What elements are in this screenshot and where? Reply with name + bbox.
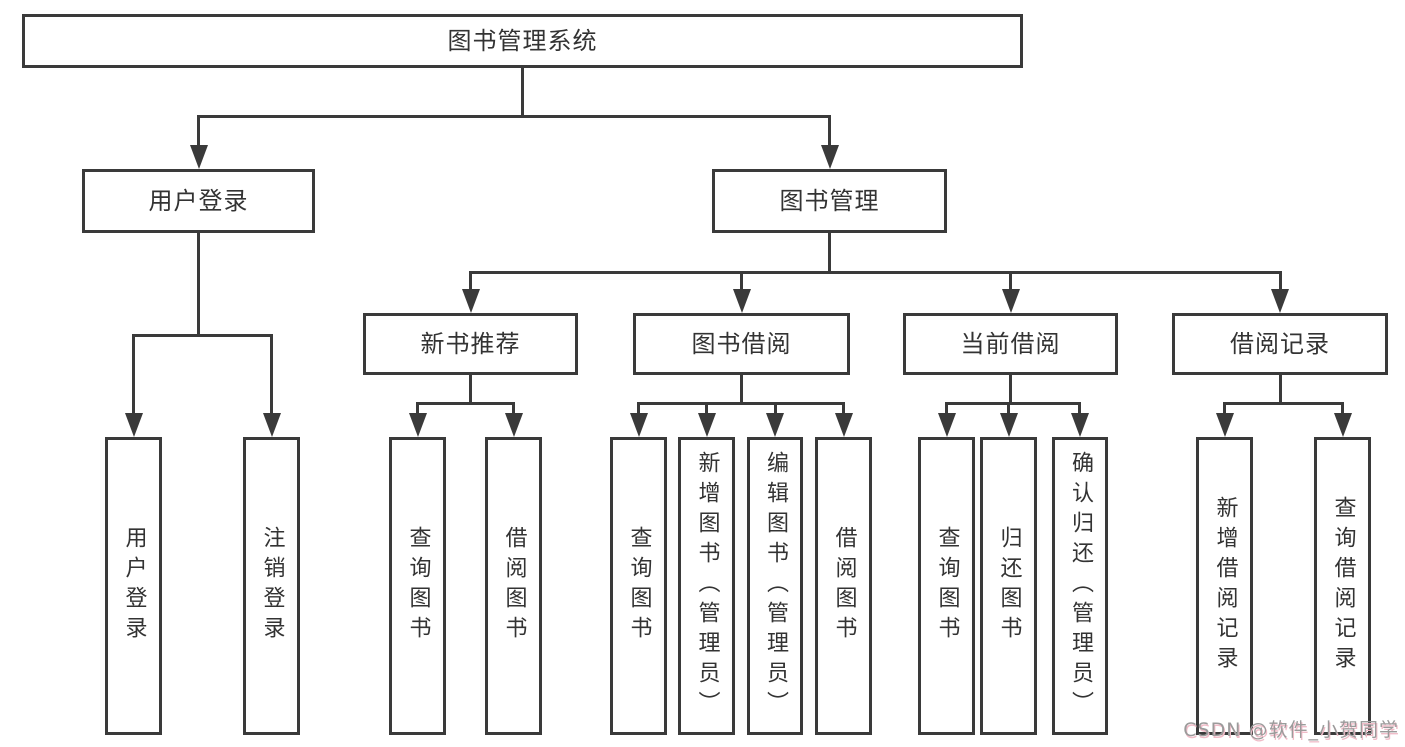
node-new-book-recommend: 新书推荐	[363, 313, 578, 375]
arrowhead-add-book-admin	[698, 413, 716, 437]
leaf-add-borrow-record: 新增借阅记录	[1196, 437, 1253, 735]
connector-book-borrow-bar	[637, 402, 845, 405]
arrowhead-leaf-logout	[263, 413, 281, 437]
connector-drop-book-management	[828, 115, 831, 149]
connector-recommend-bar	[416, 402, 515, 405]
connector-drop-add-borrow-record	[1223, 402, 1226, 418]
arrowhead-borrow-records	[1271, 289, 1289, 313]
arrowhead-new-book-recommend	[462, 289, 480, 313]
node-book-borrow-label: 图书借阅	[691, 330, 792, 358]
leaf-query-books-borrow-label: 查询图书	[626, 526, 652, 646]
arrowhead-confirm-return	[1071, 413, 1089, 437]
connector-current-borrow-stem	[1009, 375, 1012, 405]
connector-book-management-stem	[828, 233, 831, 274]
arrowhead-leaf-user-login	[125, 413, 143, 437]
leaf-borrow-books-label: 借阅图书	[831, 526, 857, 646]
connector-drop-leaf-user-login	[132, 334, 135, 416]
leaf-query-borrow-record: 查询借阅记录	[1314, 437, 1371, 735]
connector-level3-bar	[469, 271, 1281, 274]
arrowhead-query-books-current	[938, 413, 956, 437]
node-borrow-records-label: 借阅记录	[1230, 330, 1330, 358]
connector-user-login-bar	[132, 334, 273, 337]
leaf-edit-book-admin: 编辑图书（管理员）	[747, 437, 803, 735]
leaf-query-borrow-record-label: 查询借阅记录	[1330, 496, 1356, 676]
node-new-book-recommend-label: 新书推荐	[420, 330, 521, 358]
connector-borrow-records-bar	[1223, 402, 1344, 405]
connector-drop-new-book-recommend	[469, 271, 472, 291]
arrowhead-query-borrow-record	[1334, 413, 1352, 437]
arrowhead-add-borrow-record	[1216, 413, 1234, 437]
node-book-management: 图书管理	[712, 169, 947, 233]
connector-drop-borrow-records	[1279, 271, 1282, 291]
node-book-management-label: 图书管理	[779, 187, 880, 215]
arrowhead-user-login	[190, 145, 208, 169]
arrowhead-return-book	[1000, 413, 1018, 437]
leaf-logout: 注销登录	[243, 437, 300, 735]
connector-drop-add-book-admin	[705, 402, 708, 418]
connector-drop-return-book	[1007, 402, 1010, 418]
node-current-borrow: 当前借阅	[903, 313, 1118, 375]
leaf-query-books-current-label: 查询图书	[934, 526, 960, 646]
connector-drop-query-borrow-record	[1341, 402, 1344, 418]
connector-drop-edit-book-admin	[774, 402, 777, 418]
connector-level1-bar	[197, 115, 831, 118]
node-user-login: 用户登录	[82, 169, 315, 233]
node-library-system: 图书管理系统	[22, 14, 1023, 68]
connector-drop-leaf-logout	[270, 334, 273, 416]
connector-recommend-stem	[469, 375, 472, 405]
leaf-confirm-return-admin-label: 确认归还（管理员）	[1068, 451, 1093, 721]
connector-drop-confirm-return	[1078, 402, 1081, 418]
node-borrow-records: 借阅记录	[1172, 313, 1388, 375]
leaf-query-books-recommend-label: 查询图书	[405, 526, 431, 646]
leaf-borrow-books-recommend: 借阅图书	[485, 437, 542, 735]
leaf-return-book: 归还图书	[980, 437, 1037, 735]
node-current-borrow-label: 当前借阅	[960, 330, 1061, 358]
node-book-borrow: 图书借阅	[633, 313, 850, 375]
connector-drop-current-borrow	[1009, 271, 1012, 291]
leaf-add-book-admin-label: 新增图书（管理员）	[694, 451, 720, 721]
connector-drop-borrow-books	[842, 402, 845, 418]
connector-drop-book-borrow	[740, 271, 743, 291]
arrowhead-book-borrow	[733, 289, 751, 313]
arrowhead-borrow-books	[835, 413, 853, 437]
leaf-query-books-borrow: 查询图书	[610, 437, 667, 735]
leaf-borrow-books-recommend-label: 借阅图书	[501, 526, 527, 646]
connector-drop-query-books-current	[945, 402, 948, 418]
arrowhead-edit-book-admin	[766, 413, 784, 437]
node-user-login-label: 用户登录	[148, 187, 249, 215]
connector-book-borrow-stem	[740, 375, 743, 405]
leaf-add-book-admin: 新增图书（管理员）	[678, 437, 735, 735]
leaf-user-login: 用户登录	[105, 437, 162, 735]
connector-drop-query-books-borrow	[637, 402, 640, 418]
leaf-borrow-books: 借阅图书	[815, 437, 872, 735]
leaf-add-borrow-record-label: 新增借阅记录	[1212, 496, 1238, 676]
leaf-logout-label: 注销登录	[259, 526, 285, 646]
arrowhead-borrow-books-recommend	[505, 413, 523, 437]
leaf-query-books-current: 查询图书	[918, 437, 975, 735]
connector-current-borrow-bar	[945, 402, 1081, 405]
connector-user-login-stem	[197, 233, 200, 336]
connector-borrow-records-stem	[1279, 375, 1282, 405]
connector-drop-query-books-recommend	[416, 402, 419, 418]
connector-root-stem	[521, 68, 524, 117]
leaf-return-book-label: 归还图书	[996, 526, 1022, 646]
arrowhead-query-books-recommend	[409, 413, 427, 437]
leaf-edit-book-admin-label: 编辑图书（管理员）	[763, 451, 788, 721]
node-library-system-label: 图书管理系统	[447, 27, 598, 55]
connector-drop-user-login	[197, 115, 200, 149]
leaf-query-books-recommend: 查询图书	[389, 437, 446, 735]
arrowhead-current-borrow	[1002, 289, 1020, 313]
connector-drop-borrow-books-recommend	[512, 402, 515, 418]
leaf-user-login-label: 用户登录	[121, 526, 147, 646]
arrowhead-book-management	[821, 145, 839, 169]
leaf-confirm-return-admin: 确认归还（管理员）	[1052, 437, 1108, 735]
csdn-watermark: CSDN @软件_小贺同学	[1183, 719, 1399, 741]
arrowhead-query-books-borrow	[630, 413, 648, 437]
